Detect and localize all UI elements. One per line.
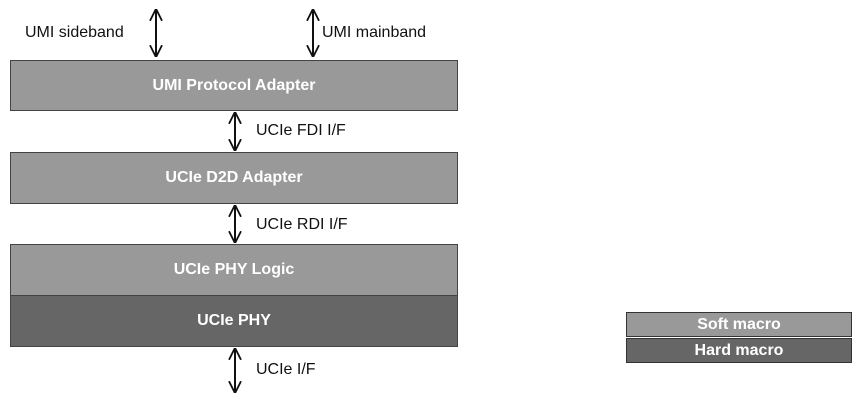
umi-protocol-adapter-block: UMI Protocol Adapter xyxy=(10,60,458,111)
ucie-d2d-adapter-label: UCIe D2D Adapter xyxy=(165,169,303,186)
ucie-phy-logic-block: UCIe PHY Logic xyxy=(10,244,458,296)
legend-soft-macro: Soft macro xyxy=(626,312,852,337)
umi-mainband-label: UMI mainband xyxy=(322,24,427,41)
legend-hard-macro: Hard macro xyxy=(626,338,852,363)
ucie-if-label: UCIe I/F xyxy=(256,361,316,378)
rdi-label: UCIe RDI I/F xyxy=(256,216,348,233)
fdi-label: UCIe FDI I/F xyxy=(256,122,346,139)
umi-protocol-adapter-label: UMI Protocol Adapter xyxy=(152,76,316,94)
ucie-phy-block: UCIe PHY xyxy=(10,295,458,347)
ucie-phy-logic-label: UCIe PHY Logic xyxy=(173,261,295,278)
legend-hard-macro-label: Hard macro xyxy=(694,341,784,359)
legend-soft-macro-label: Soft macro xyxy=(697,315,781,333)
ucie-phy-label: UCIe PHY xyxy=(197,312,271,329)
ucie-d2d-adapter-block: UCIe D2D Adapter xyxy=(10,152,458,204)
umi-sideband-label: UMI sideband xyxy=(25,24,124,41)
